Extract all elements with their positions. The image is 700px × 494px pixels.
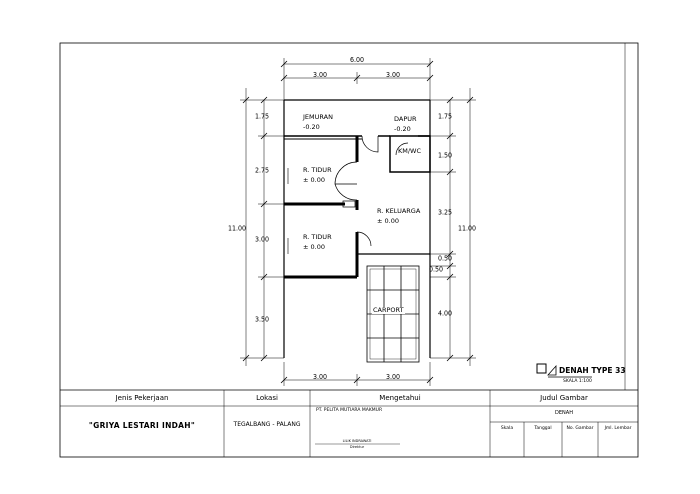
dim-left-1: 1.75 (254, 112, 270, 121)
door-swing-tidur1b (334, 183, 358, 201)
floor-plan (283, 99, 431, 363)
field-no-gambar: No. Gambar (566, 426, 594, 431)
plan-title: DENAH TYPE 33 (559, 366, 626, 375)
room-dapur-name: DAPUR (394, 115, 417, 123)
dim-bottom-2: 3.00 (385, 373, 401, 381)
dim-height-left: 11.00 (227, 224, 247, 233)
dimension-lines (240, 58, 476, 386)
dim-right-4: 0.50 (437, 254, 453, 263)
room-jemuran-level: -0.20 (303, 123, 320, 131)
door-swing-tidur1 (334, 161, 358, 185)
project-name: "GRIYA LESTARI INDAH" (88, 421, 196, 430)
dim-right-3: 3.25 (437, 208, 453, 217)
room-tidur1-name: R. TIDUR (303, 166, 332, 174)
dimension-ticks (242, 60, 474, 384)
dim-height-right: 11.00 (457, 224, 477, 233)
room-dapur-level: -0.20 (394, 125, 411, 133)
dim-left-3: 3.00 (254, 235, 270, 244)
dim-bottom-1: 3.00 (312, 373, 328, 381)
room-tidur2-name: R. TIDUR (303, 233, 332, 241)
title-block-lines (60, 389, 638, 457)
sheet-border (59, 42, 639, 458)
header-mengetahui: Mengetahui (379, 394, 421, 402)
door-swing-tidur2 (356, 231, 372, 247)
plan-scale: SKALA 1:100 (563, 379, 592, 384)
dim-left-2: 2.75 (254, 166, 270, 175)
header-judul-gambar: Judul Gambar (540, 394, 588, 402)
dim-overall-width: 6.00 (349, 56, 365, 64)
dim-right-5: 0.50 (428, 265, 444, 274)
door-swing-dapur (361, 135, 379, 153)
field-tanggal: Tanggal (534, 426, 552, 431)
door-leaf-bedrooms (342, 200, 356, 208)
kmwc-walls (389, 135, 431, 173)
dim-right-2: 1.50 (437, 151, 453, 160)
room-keluarga-name: R. KELUARGA (377, 207, 421, 215)
room-keluarga-level: ± 0.00 (377, 217, 399, 225)
carport-grid-inner (369, 268, 417, 360)
header-jenis-pekerjaan: Jenis Pekerjaan (115, 394, 169, 402)
company-name: PT. PELITA MUTIARA MAKMUR (316, 408, 383, 413)
field-skala: Skala (500, 426, 514, 431)
field-jml-lembar: Jml. Lembar (604, 426, 632, 431)
room-kmwc-name: KM/WC (398, 147, 422, 155)
door-swing-kmwc (395, 142, 409, 156)
plan-title-symbol (536, 363, 592, 378)
room-tidur1-level: ± 0.00 (303, 176, 325, 184)
room-jemuran-name: JEMURAN (303, 113, 333, 121)
room-tidur2-level: ± 0.00 (303, 243, 325, 251)
dim-right-1: 1.75 (437, 112, 453, 121)
dim-right-6: 4.00 (437, 309, 453, 318)
dim-top-1: 3.00 (312, 71, 328, 79)
header-lokasi: Lokasi (256, 394, 278, 402)
signer-name: LILIK INDRAWATI (342, 439, 372, 443)
location-value: TEGALBANG - PALANG (233, 421, 301, 428)
dim-top-2: 3.00 (385, 71, 401, 79)
signer-role: Direktur (349, 445, 365, 449)
dim-left-4: 3.50 (254, 315, 270, 324)
room-carport-name: CARPORT (372, 306, 405, 314)
drawing-title-value: DENAH (555, 410, 573, 416)
